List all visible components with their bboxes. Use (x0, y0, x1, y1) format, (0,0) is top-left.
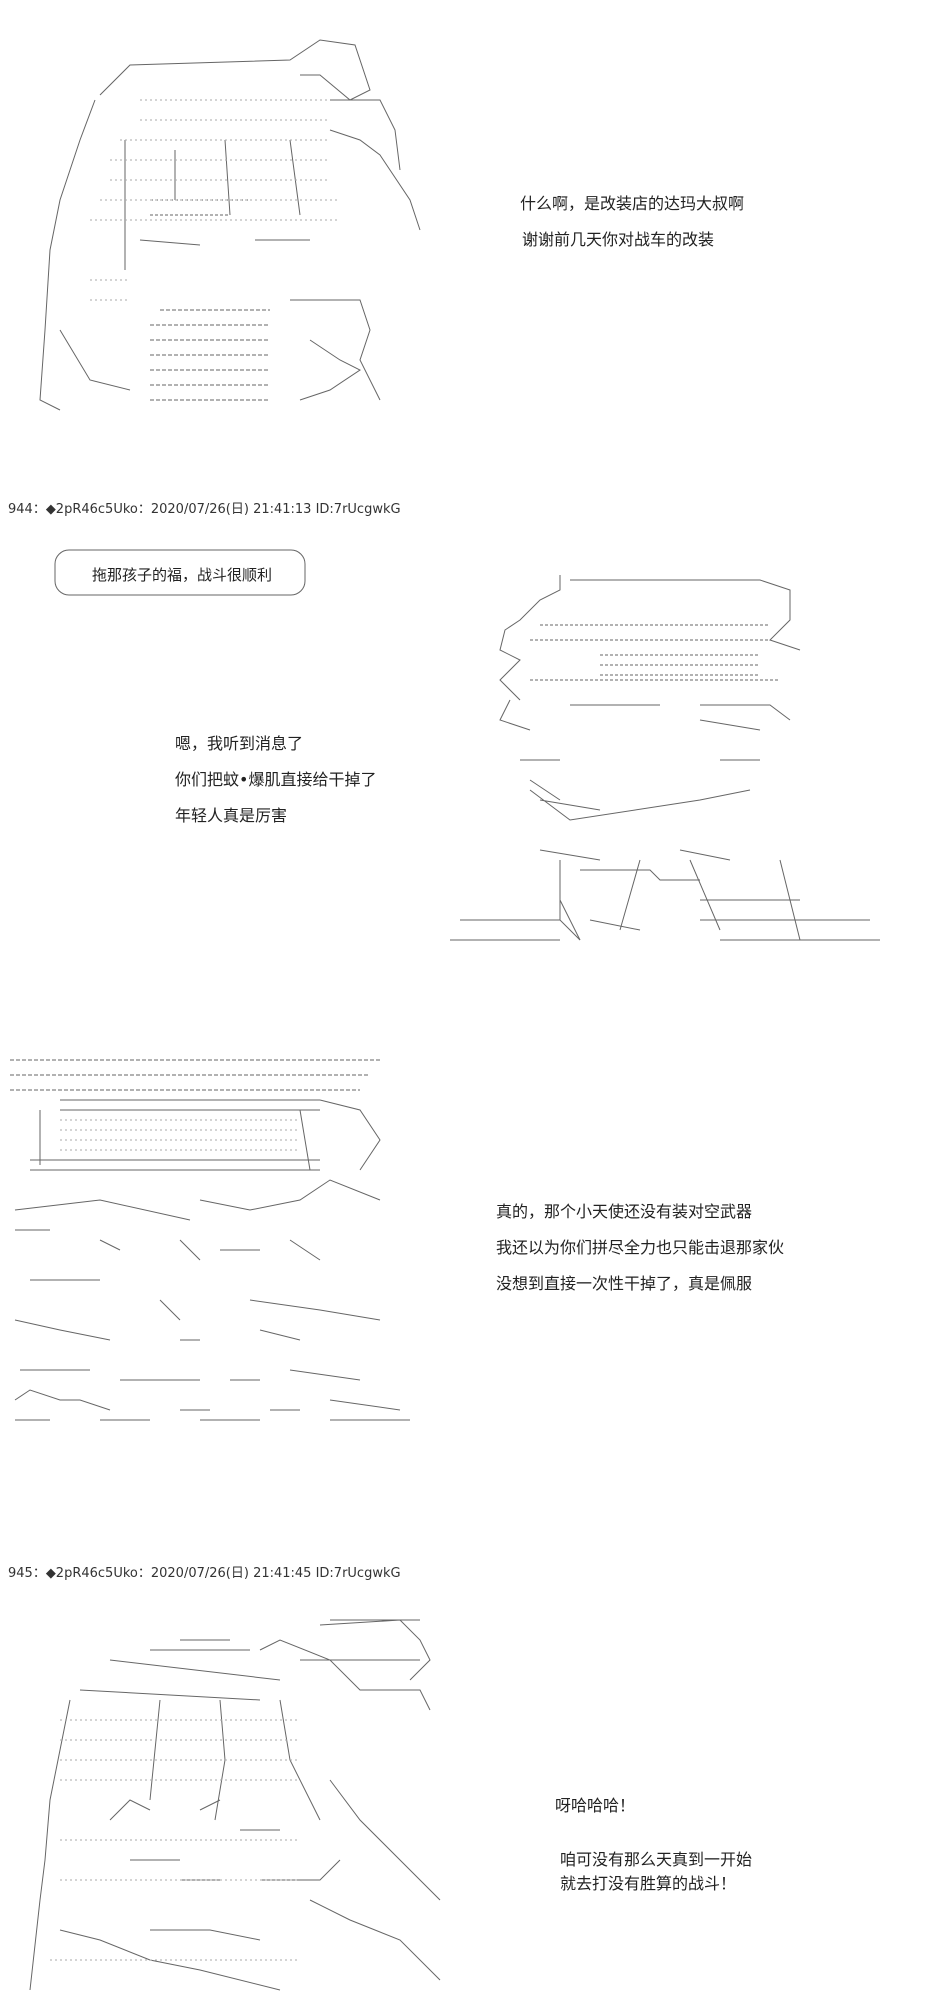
post-header: 944：◆2pR46c5Uko：2020/07/26(日) 21:41:13 I… (8, 502, 401, 517)
dialogue-line: 什么啊，是改装店的达玛大叔啊 (520, 194, 745, 213)
speech-bubble-text: 拖那孩子的福，战斗很顺利 (92, 566, 273, 584)
dialogue-line: 你们把蚊•爆肌直接给干掉了 (175, 770, 377, 789)
figure-4-girl-with-hat (29, 1619, 441, 1991)
figure-1-hatted-girl (39, 39, 421, 411)
figure-3-angel (10, 1059, 410, 1421)
dialogue-line: 年轻人真是厉害 (175, 806, 288, 825)
dialogue-line: 嗯，我听到消息了 (175, 734, 304, 753)
dialogue-line: 谢谢前几天你对战车的改装 (522, 230, 715, 249)
dialogue-line: 就去打没有胜算的战斗！ (560, 1874, 737, 1893)
dialogue-line: 我还以为你们拼尽全力也只能击退那家伙 (496, 1238, 785, 1257)
dialogue-line: 没想到直接一次性干掉了，真是佩服 (496, 1274, 753, 1293)
dialogue-line: 呀哈哈哈！ (555, 1796, 636, 1815)
dialogue-line: 咱可没有那么天真到一开始 (560, 1850, 753, 1869)
dialogue-line: 真的，那个小天使还没有装对空武器 (496, 1202, 753, 1221)
figure-2-old-man (450, 575, 880, 941)
speech-bubble (54, 549, 306, 596)
post-header: 945：◆2pR46c5Uko：2020/07/26(日) 21:41:45 I… (8, 1566, 401, 1581)
